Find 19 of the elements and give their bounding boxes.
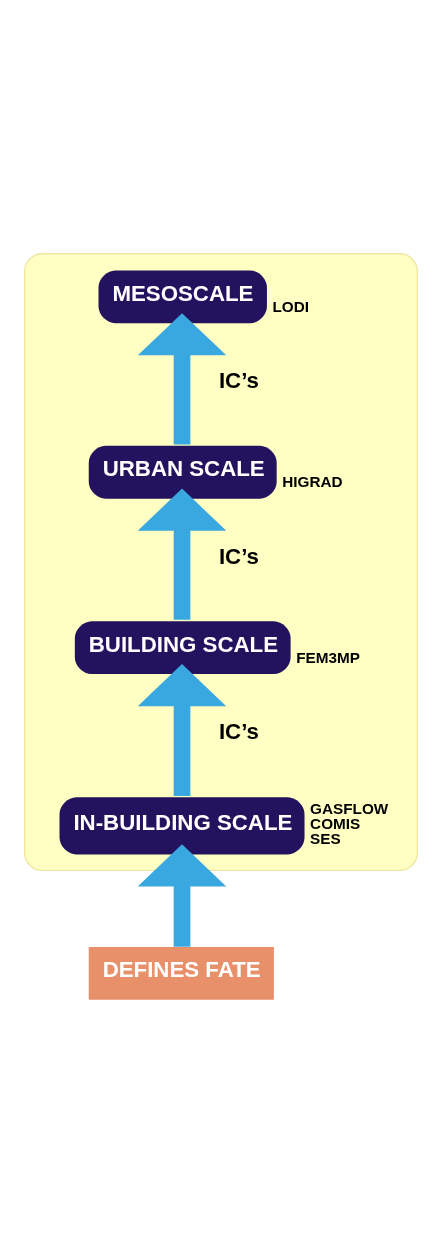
node-label: FEM3MP	[296, 648, 360, 666]
node-box: MESOSCALE	[98, 269, 267, 323]
arrow	[137, 843, 227, 947]
node-label: LODI	[272, 297, 310, 315]
node-box: URBAN SCALE	[88, 445, 277, 499]
node-label: HIGRAD	[282, 472, 343, 490]
arrow	[137, 663, 227, 796]
edge-label: IC’s	[218, 543, 259, 569]
edge-label: IC’s	[218, 367, 259, 393]
node-label: GASFLOW	[310, 799, 389, 817]
node-label: SES	[310, 829, 341, 847]
node-box: DEFINES FATE	[88, 946, 274, 1000]
edge-label: IC’s	[218, 718, 259, 744]
cluster	[24, 252, 418, 871]
node-box: IN-BUILDING SCALE	[59, 796, 305, 854]
node-box: BUILDING SCALE	[74, 620, 291, 674]
node-label: COMIS	[310, 814, 361, 832]
arrow	[137, 312, 227, 444]
arrow	[137, 488, 227, 620]
